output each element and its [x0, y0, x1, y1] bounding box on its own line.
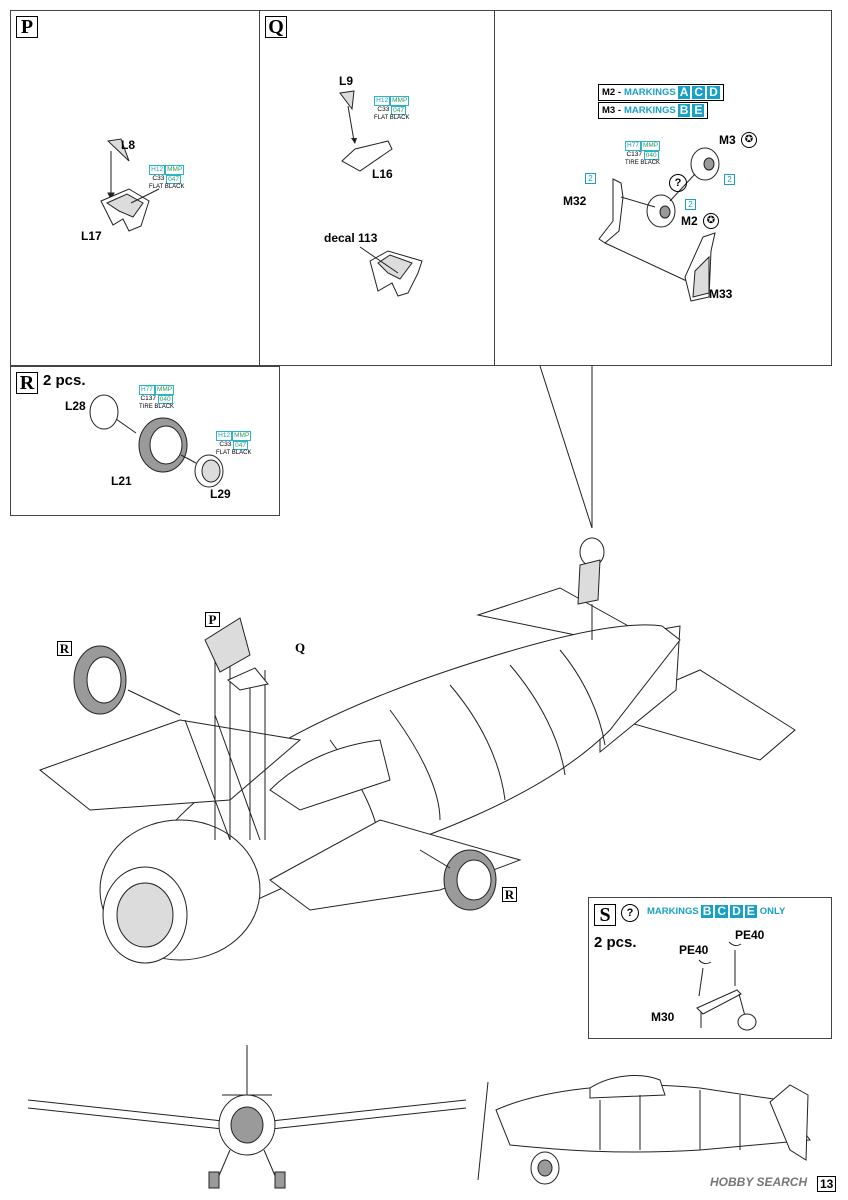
part-label-l17: L17: [81, 229, 102, 243]
paint-c-code: C33: [377, 105, 390, 113]
marking-text: MARKINGS: [624, 87, 676, 98]
marking-letter: D: [707, 85, 720, 99]
paint-c-code: C33: [219, 440, 232, 448]
part-label-l9: L9: [339, 74, 354, 88]
part-label-m32: M32: [563, 194, 587, 208]
step-q-drawing: [339, 90, 423, 297]
step-r-drawing: [89, 394, 224, 488]
quantity-label: 2 pcs.: [594, 934, 637, 951]
step-letter-q: Q: [265, 16, 287, 38]
quantity-badge: 2: [724, 174, 735, 185]
main-tag-r-right: R: [502, 887, 517, 902]
question-icon: ?: [621, 904, 639, 922]
paint-name: TIRE BLACK: [625, 160, 661, 166]
part-label-l16: L16: [372, 167, 393, 181]
step-p-drawing: [100, 138, 160, 232]
marking-text: MARKINGS: [624, 105, 676, 116]
main-tag-r-left: R: [57, 641, 72, 656]
quantity-badge: 2: [685, 199, 696, 210]
paint-mmp: MMP: [390, 96, 410, 106]
paint-mmp-code: 047: [391, 105, 407, 115]
marking-prefix: M3 -: [602, 105, 621, 116]
page-number: 13: [817, 1176, 837, 1192]
paint-c-code: C137: [626, 150, 642, 158]
marking-letter: C: [715, 904, 729, 918]
part-label-m2: M2: [681, 214, 698, 228]
marking-letter: B: [677, 103, 691, 117]
part-label-l29: L29: [210, 487, 231, 501]
part-label-m30: M30: [651, 1010, 675, 1024]
marking-letter: D: [730, 904, 743, 918]
star-icon: ✪: [703, 213, 719, 229]
part-label-m3: M3: [719, 133, 736, 147]
part-label-m33: M33: [709, 287, 733, 301]
paint-h-code: H12: [374, 96, 391, 106]
main-tag-p: P: [205, 612, 220, 627]
main-tag-q: Q: [295, 640, 306, 655]
paint-name: FLAT BLACK: [149, 184, 185, 190]
marking-letter: C: [692, 85, 706, 99]
paint-mmp: MMP: [232, 431, 252, 441]
marking-line-s: MARKINGS B C D E ONLY: [641, 904, 789, 919]
paint-name: FLAT BLACK: [216, 450, 252, 456]
paint-mmp-code: 040: [157, 394, 173, 404]
step-letter-p: P: [16, 16, 38, 38]
marking-letter: A: [677, 85, 691, 99]
paint-mmp: MMP: [640, 141, 661, 151]
marking-letter: E: [692, 103, 705, 117]
paint-name: FLAT BLACK: [374, 115, 410, 121]
star-icon: ✪: [741, 132, 757, 148]
part-label-l21: L21: [111, 474, 132, 488]
marking-letter: B: [700, 904, 714, 918]
paint-c-code: C137: [140, 394, 156, 402]
part-label-l8: L8: [121, 138, 136, 152]
marking-prefix: M2 -: [602, 87, 621, 98]
paint-mmp-code: 047: [166, 174, 182, 184]
paint-name: TIRE BLACK: [139, 404, 175, 410]
panel-step-s: S ? MARKINGS B C D E ONLY 2 pcs. PE40 PE…: [588, 897, 832, 1039]
paint-mmp-code: 040: [643, 150, 659, 160]
question-icon: ?: [669, 174, 687, 192]
marking-suffix: ONLY: [759, 906, 786, 917]
part-label-l28: L28: [65, 399, 86, 413]
panel-tail-wheel: M2 - MARKINGS A C D M3 - MARKINGS B E M3…: [494, 10, 832, 366]
quantity-label: 2 pcs.: [43, 372, 86, 389]
part-label-pe40-right: PE40: [735, 928, 765, 942]
paint-h-code: H12: [216, 431, 233, 441]
marking-line-1: M2 - MARKINGS A C D: [598, 84, 724, 101]
paint-h-code: H77: [139, 385, 155, 395]
paint-mmp-code: 047: [233, 440, 249, 450]
step-letter-r: R: [16, 372, 38, 394]
quantity-badge: 2: [585, 173, 596, 184]
paint-c-code: C33: [152, 174, 165, 182]
step-s-drawing: [696, 941, 757, 1031]
paint-mmp: MMP: [165, 165, 185, 175]
watermark: HOBBY SEARCH: [710, 1175, 808, 1189]
step-letter-s: S: [594, 904, 616, 926]
decal-label: decal 113: [324, 231, 378, 245]
paint-h-code: H12: [149, 165, 166, 175]
paint-mmp: MMP: [154, 385, 175, 395]
marking-letter: E: [744, 904, 757, 918]
marking-line-2: M3 - MARKINGS B E: [598, 102, 709, 119]
tail-wheel-drawing: [598, 147, 720, 302]
part-label-pe40-left: PE40: [679, 943, 709, 957]
paint-h-code: H77: [625, 141, 641, 151]
marking-text: MARKINGS: [647, 906, 699, 917]
